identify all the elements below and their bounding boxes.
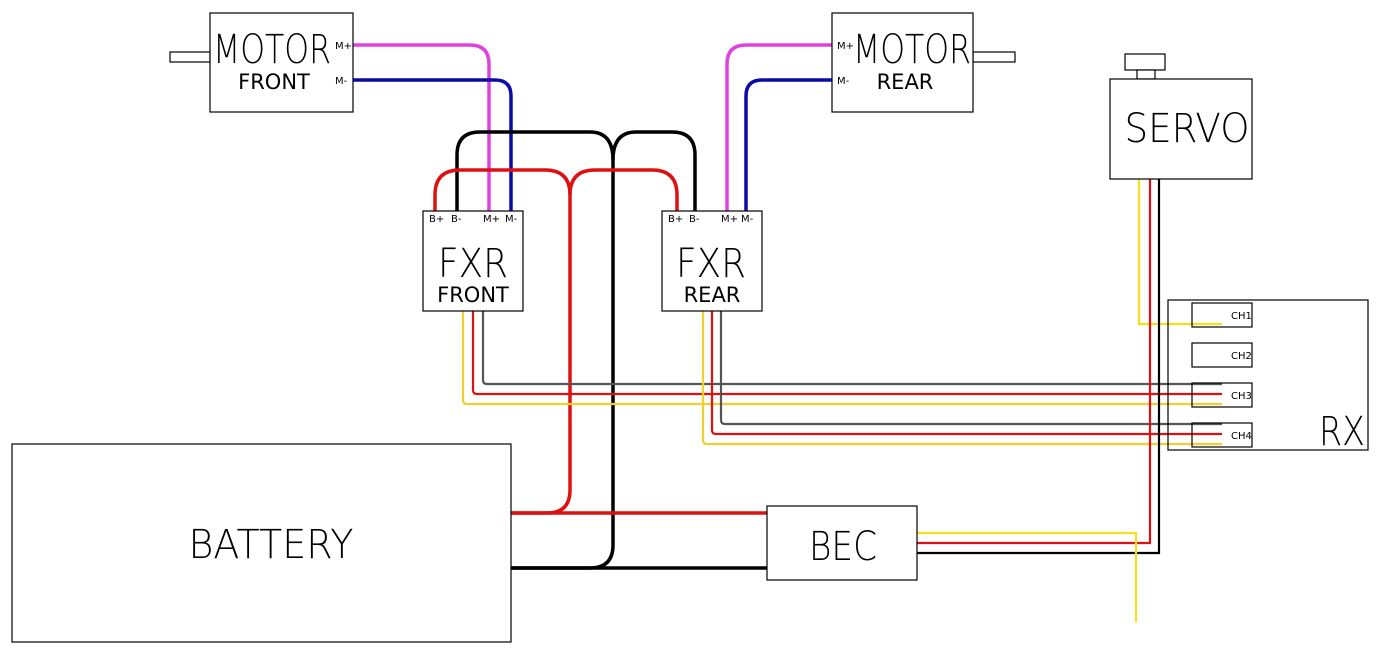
esc-front-pin: B- <box>451 214 462 225</box>
motor-rear-pin-pos: M+ <box>837 41 854 52</box>
esc-front-subtitle: FRONT <box>437 283 509 307</box>
receiver: CH1 CH2 CH3 CH4 RX <box>1167 299 1369 455</box>
wire-servo-ground <box>917 179 1161 555</box>
battery: BATTERY <box>11 443 512 643</box>
battery-title: BATTERY <box>189 522 354 568</box>
wire-front-esc-power <box>471 311 1222 396</box>
wire-front-esc-signal <box>461 311 1222 406</box>
channel-label-ch3: CH3 <box>1231 391 1252 402</box>
esc-rear-pin: B+ <box>668 214 683 225</box>
esc-front-pin: M- <box>505 214 518 225</box>
receiver-title: RX <box>1319 409 1365 455</box>
esc-front: B+ B- M+ M- FXR FRONT <box>422 210 524 312</box>
channel-label-ch1: CH1 <box>1231 311 1252 322</box>
wire-servo-signal <box>1137 179 1222 326</box>
motor-rear-title: MOTOR <box>853 27 971 73</box>
motor-front-pin-neg: M- <box>335 76 348 87</box>
servo-horn <box>1124 53 1166 71</box>
wire-rear-esc-neg <box>611 130 697 211</box>
esc-rear-subtitle: REAR <box>684 283 741 307</box>
motor-rear: MOTOR REAR M+ M- <box>831 12 1016 113</box>
wire-rear-esc-power <box>710 311 1222 436</box>
esc-rear-title: FXR <box>676 241 746 287</box>
wire-front-motor-neg <box>353 78 513 211</box>
motor-front-subtitle: FRONT <box>238 70 310 94</box>
motor-rear-pin-neg: M- <box>837 76 850 87</box>
bec-title: BEC <box>809 524 877 570</box>
wire-rear-motor-neg <box>744 78 832 211</box>
esc-front-title: FXR <box>438 241 508 287</box>
motor-rear-subtitle: REAR <box>877 70 934 94</box>
servo: SERVO <box>1109 53 1253 180</box>
wire-bec-signal <box>917 531 1138 622</box>
esc-rear-pin: B- <box>689 214 700 225</box>
channel-label-ch4: CH4 <box>1231 431 1252 442</box>
wire-servo-power <box>917 179 1152 545</box>
wire-rear-esc-pos <box>568 168 679 211</box>
channel-label-ch2: CH2 <box>1231 351 1252 362</box>
wire-rear-motor-pos <box>725 43 832 211</box>
esc-rear-pin: M+ <box>721 214 738 225</box>
wire-front-motor-pos <box>353 43 491 211</box>
esc-rear-pin: M- <box>741 214 754 225</box>
esc-front-pin: B+ <box>429 214 444 225</box>
bec: BEC <box>766 505 918 581</box>
wire-battery-neg <box>455 130 615 570</box>
wire-rear-esc-signal <box>701 311 1222 446</box>
motor-front-pin-pos: M+ <box>335 41 352 52</box>
wire-battery-pos <box>433 168 572 515</box>
motor-front-title: MOTOR <box>213 27 331 73</box>
servo-title: SERVO <box>1125 106 1250 152</box>
esc-rear: B+ B- M+ M- FXR REAR <box>661 210 763 312</box>
esc-front-pin: M+ <box>483 214 500 225</box>
wire-rear-esc-ground <box>719 311 1222 426</box>
motor-front: MOTOR FRONT M+ M- <box>169 12 354 113</box>
motor-shaft <box>972 51 1016 63</box>
motor-shaft <box>169 51 211 63</box>
wire-front-esc-ground <box>481 311 1222 386</box>
